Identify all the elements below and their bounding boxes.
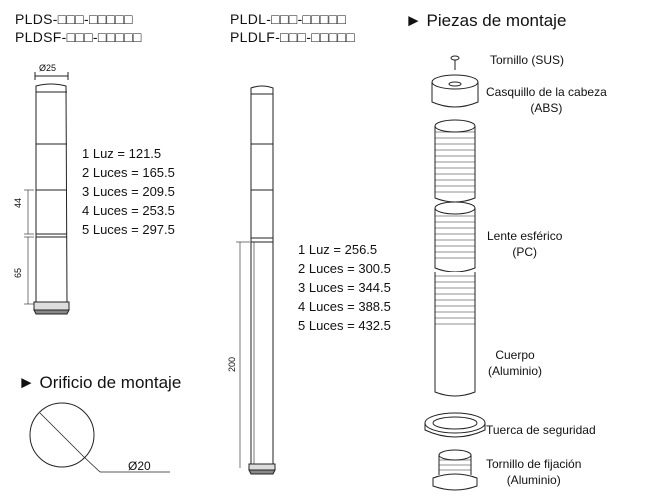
parts-drawing (424, 55, 486, 491)
part-lens-name: Lente esférico (487, 229, 563, 243)
parts-title: ► Piezas de montaje (405, 11, 567, 30)
height-short-1: 1 Luz = 121.5 (82, 146, 162, 161)
mount-hole-title: ► Orificio de montaje (18, 373, 182, 392)
model-pldl: PLDL-□□□-□□□□□ (230, 11, 347, 27)
part-body: Cuerpo (Aluminio) (488, 347, 542, 379)
height-long-5: 5 Luces = 432.5 (298, 318, 391, 333)
height-short-4: 4 Luces = 253.5 (82, 203, 175, 218)
short-tower-drawing (24, 72, 70, 315)
height-list-long: 1 Luz = 256.5 2 Luces = 300.5 3 Luces = … (298, 240, 391, 335)
height-long-1: 1 Luz = 256.5 (298, 242, 378, 257)
part-lens: Lente esférico (PC) (487, 228, 562, 260)
part-fixing-screw-name: Tornillo de fijación (486, 457, 582, 471)
part-screw-name: Tornillo (SUS) (490, 53, 565, 67)
part-head-cap-name: Casquillo de la cabeza (486, 85, 607, 99)
model-plds: PLDS-□□□-□□□□□ (15, 11, 133, 27)
model-pldlf: PLDLF-□□□-□□□□□ (230, 29, 356, 45)
part-body-name: Cuerpo (495, 348, 535, 362)
height-short-3: 3 Luces = 209.5 (82, 184, 175, 199)
dim-44: 44 (13, 197, 23, 208)
model-pldsf: PLDSF-□□□-□□□□□ (15, 29, 142, 45)
part-lock-nut: Tuerca de seguridad (486, 422, 596, 438)
height-long-3: 3 Luces = 344.5 (298, 280, 391, 295)
part-lens-material: (PC) (512, 245, 538, 259)
part-body-material: (Aluminio) (488, 364, 543, 378)
height-short-5: 5 Luces = 297.5 (82, 222, 175, 237)
dim-65: 65 (13, 267, 23, 278)
long-tower-drawing (236, 85, 276, 475)
height-list-short: 1 Luz = 121.5 2 Luces = 165.5 3 Luces = … (82, 144, 175, 239)
part-fixing-screw: Tornillo de fijación (Aluminio) (486, 456, 581, 488)
part-lock-nut-name: Tuerca de seguridad (486, 423, 596, 437)
part-head-cap-material: (ABS) (530, 101, 563, 115)
height-short-2: 2 Luces = 165.5 (82, 165, 175, 180)
mount-hole-drawing (29, 402, 170, 473)
height-long-2: 2 Luces = 300.5 (298, 261, 391, 276)
dim-200: 200 (227, 356, 237, 372)
part-screw: Tornillo (SUS) (490, 52, 564, 68)
height-long-4: 4 Luces = 388.5 (298, 299, 391, 314)
part-fixing-screw-material: (Aluminio) (506, 473, 561, 487)
part-head-cap: Casquillo de la cabeza (ABS) (486, 84, 607, 116)
dim-diameter-25: Ø25 (39, 63, 57, 73)
mount-hole-diameter: Ø20 (128, 459, 151, 473)
